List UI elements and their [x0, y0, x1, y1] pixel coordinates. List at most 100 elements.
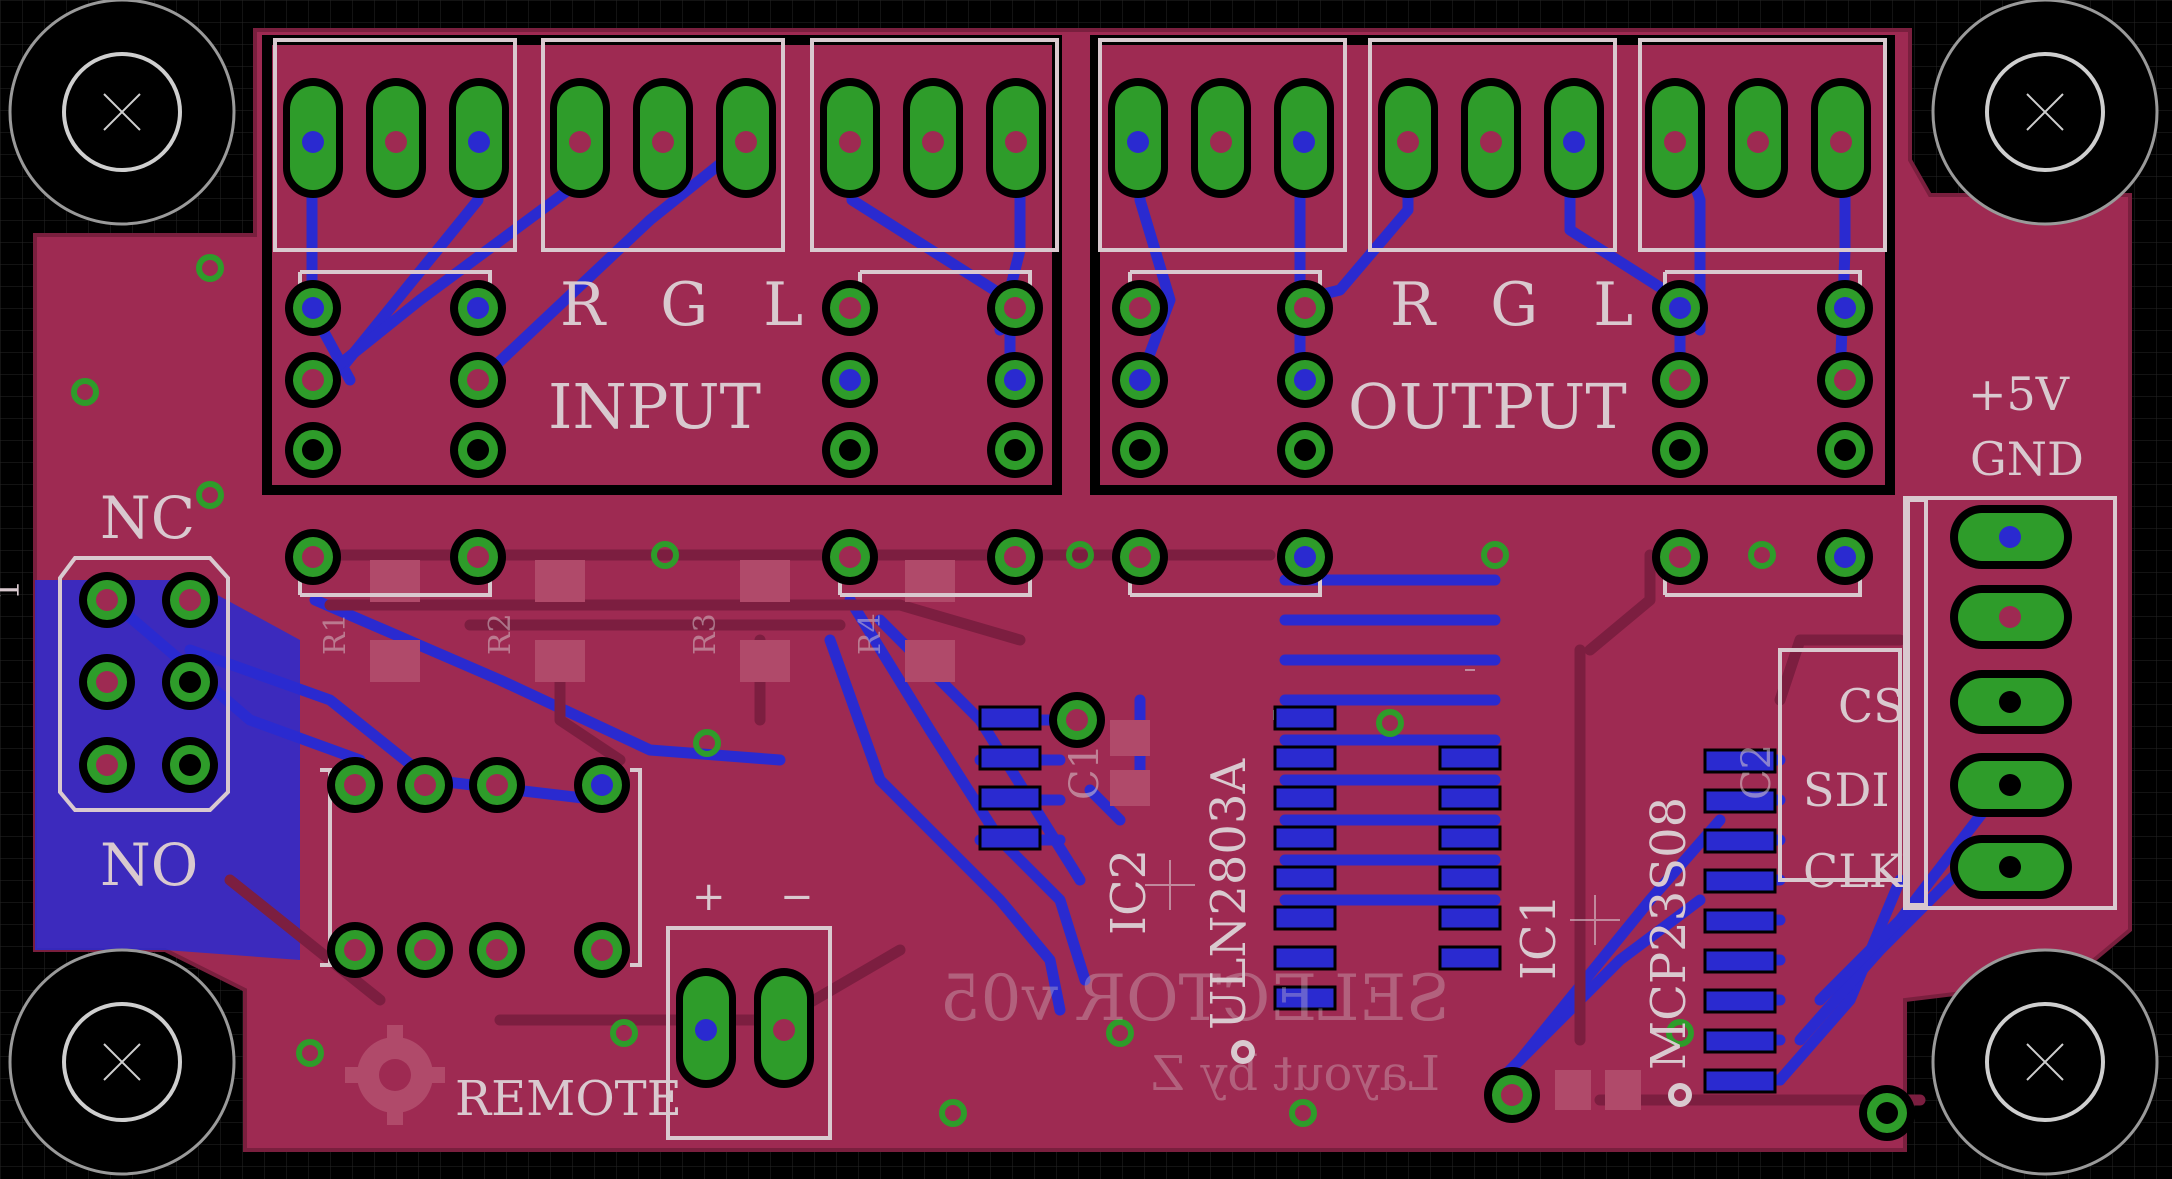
rgl-label-right: R G L	[1390, 270, 1651, 340]
plated-pad-icon	[822, 422, 878, 478]
c2-label: C2	[1734, 744, 1780, 800]
plated-pad-icon	[1817, 422, 1873, 478]
plated-pad-icon	[327, 757, 383, 813]
plated-pad-icon	[327, 922, 383, 978]
c1-label: C1	[1062, 744, 1108, 800]
plated-pad-icon	[1817, 280, 1873, 336]
plated-pad-icon	[1277, 529, 1333, 585]
via-icon	[1106, 1019, 1134, 1047]
plated-pad-icon	[162, 572, 218, 628]
plated-pad-icon	[79, 737, 135, 793]
remote-plus-label: +	[692, 874, 726, 920]
plated-pad-icon	[987, 529, 1043, 585]
sdi-label: SDI	[1803, 763, 1890, 817]
pin1-label: 1	[0, 580, 27, 600]
plated-pad-icon	[450, 529, 506, 585]
via-icon	[1066, 541, 1094, 569]
plated-pad-icon	[1112, 422, 1168, 478]
resistor-pads	[370, 560, 1641, 1110]
via-icon	[296, 1039, 324, 1067]
plated-pad-icon	[79, 572, 135, 628]
plated-pad-icon	[1817, 352, 1873, 408]
remote-connector	[676, 968, 814, 1088]
plated-pad-icon	[397, 757, 453, 813]
plus5v-label: +5V	[1968, 367, 2070, 421]
ic1-label: IC1	[1511, 894, 1567, 980]
via-icon	[1481, 541, 1509, 569]
ic2-label: IC2	[1101, 849, 1157, 935]
via-icon	[196, 254, 224, 282]
cs-label: CS	[1838, 679, 1905, 733]
via-icon	[693, 729, 721, 757]
r1-label: R1	[318, 613, 353, 655]
via-icon	[196, 481, 224, 509]
plated-pad-icon	[1049, 692, 1105, 748]
plated-pad-icon	[1277, 352, 1333, 408]
remote-minus-label: −	[780, 874, 814, 920]
plated-pad-icon	[1652, 352, 1708, 408]
plated-pad-icon	[1277, 422, 1333, 478]
via-icon	[1748, 541, 1776, 569]
clk-label: CLK	[1803, 844, 1905, 898]
plated-pad-icon	[822, 352, 878, 408]
plated-pad-icon	[469, 922, 525, 978]
plated-pad-icon	[450, 352, 506, 408]
plated-pad-icon	[1652, 529, 1708, 585]
mounting-hole-icon	[8, 0, 236, 226]
plated-pad-icon	[1112, 352, 1168, 408]
plated-pad-icon	[574, 757, 630, 813]
plated-pad-icon	[397, 922, 453, 978]
plated-pad-icon	[822, 280, 878, 336]
plated-pad-icon	[987, 422, 1043, 478]
plated-pad-icon	[1112, 529, 1168, 585]
via-icon	[1289, 1099, 1317, 1127]
plated-pad-icon	[285, 352, 341, 408]
via-icon	[71, 378, 99, 406]
plated-pad-icon	[285, 422, 341, 478]
via-icon	[939, 1099, 967, 1127]
terminal-pads	[283, 78, 1871, 198]
via-icon	[1666, 1019, 1694, 1047]
plated-pad-icon	[79, 654, 135, 710]
plated-pad-icon	[1817, 529, 1873, 585]
plated-pad-icon	[987, 352, 1043, 408]
plated-pad-icon	[1277, 280, 1333, 336]
mounting-hole-icon	[8, 948, 236, 1176]
open-hardware-logo-icon	[345, 1025, 445, 1125]
rgl-label-left: R G L	[560, 270, 821, 340]
plated-pad-icon	[822, 529, 878, 585]
plated-pad-icon	[450, 422, 506, 478]
plated-pad-icon	[162, 737, 218, 793]
remote-label: REMOTE	[455, 1071, 682, 1127]
vias	[71, 254, 1776, 1127]
power-spi-connector	[1950, 505, 2072, 899]
via-icon	[610, 1019, 638, 1047]
plated-pad-icon	[574, 922, 630, 978]
r3-label: R3	[688, 613, 723, 655]
selector-version-label: SELECTOR v05	[940, 962, 1450, 1036]
plated-pad-icon	[987, 280, 1043, 336]
mcp23s08-label: MCP23S08	[1641, 797, 1697, 1070]
plated-pad-icon	[1484, 1067, 1540, 1123]
ic1-pads	[1703, 748, 1777, 1094]
plated-pad-icon	[1859, 1085, 1915, 1141]
plated-pad-icon	[450, 280, 506, 336]
via-icon	[651, 541, 679, 569]
plated-pad-icon	[285, 529, 341, 585]
plated-pad-icon	[1112, 280, 1168, 336]
via-icon	[1376, 709, 1404, 737]
mounting-hole-icon	[1931, 0, 2159, 226]
uln2803a-label: ULN2803A	[1201, 758, 1257, 1030]
layout-by-label: Layout by Z	[1152, 1046, 1440, 1102]
mounting-hole-icon	[1931, 948, 2159, 1176]
round-pads	[79, 280, 1915, 1141]
plated-pad-icon	[469, 757, 525, 813]
output-label: OUTPUT	[1348, 370, 1627, 443]
input-terminals	[273, 38, 2117, 1140]
nc-label: NC	[100, 484, 195, 552]
r4-label: R4	[853, 613, 888, 655]
plated-pad-icon	[1652, 422, 1708, 478]
input-label: INPUT	[548, 370, 761, 443]
r2-label: R2	[483, 613, 518, 655]
